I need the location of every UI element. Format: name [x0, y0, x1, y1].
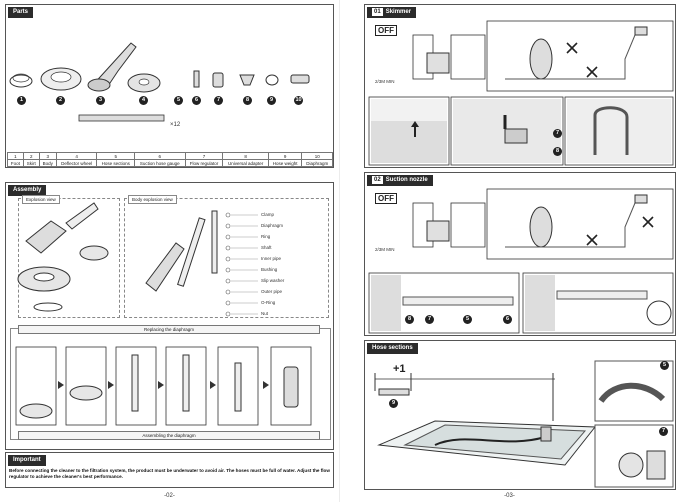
table-cell: Deflector wheel — [55, 159, 98, 167]
assembly-panel: Assembly Explosion view Body explosion v… — [5, 182, 334, 450]
hose-num-7: 7 — [659, 427, 668, 436]
hose-plus-one: +1 — [393, 363, 406, 375]
hose-panel: Hose sections +1 ON 5 9 7 — [364, 340, 676, 490]
table-cell: Body — [38, 159, 57, 167]
suction-illustration — [368, 188, 674, 334]
part-number-2: 2 — [56, 96, 65, 105]
explosion-view-label: Explosion view — [22, 195, 60, 204]
skimmer-off-sign: OFF — [375, 25, 397, 36]
table-cell: 3 — [38, 152, 57, 160]
part-number-3: 3 — [96, 96, 105, 105]
hose-header: Hose sections — [367, 343, 418, 354]
page-number-left: -02- — [164, 493, 175, 499]
part-number-9: 9 — [267, 96, 276, 105]
part-number-7: 7 — [214, 96, 223, 105]
table-cell: Hose weight — [267, 159, 303, 167]
skimmer-num-8: 8 — [553, 147, 562, 156]
table-cell: 5 — [96, 152, 136, 160]
skimmer-num-7: 7 — [553, 129, 562, 138]
hose-num-5: 5 — [660, 361, 669, 370]
parts-panel: Parts 1 2 3 4 5 6 7 — [5, 4, 334, 168]
hose-multiplier: ×12 — [170, 122, 181, 128]
part-number-10: 10 — [294, 96, 303, 105]
assembling-diaphragm-bar: Assembling the diaphragm — [18, 431, 320, 440]
hose-illustration — [374, 360, 674, 488]
legend-inner-pipe: Inner pipe — [261, 256, 282, 261]
part-number-5: 5 — [174, 96, 183, 105]
suction-wait: 2/3M MIN — [375, 247, 395, 252]
suction-num-7: 7 — [425, 315, 434, 324]
table-cell: 6 — [134, 152, 186, 160]
part-number-6: 6 — [192, 96, 201, 105]
part-number-8: 8 — [243, 96, 252, 105]
important-header: Important — [8, 455, 46, 466]
skimmer-illustration — [368, 20, 674, 166]
table-cell: 4 — [55, 152, 98, 160]
part-number-1: 1 — [17, 96, 26, 105]
assembly-illustration — [17, 202, 258, 317]
table-cell: 7 — [184, 152, 224, 160]
suction-num-6: 6 — [503, 315, 512, 324]
legend-diaphragm: Diaphragm — [261, 223, 284, 228]
explosion-view-box — [18, 198, 120, 318]
legend-slip-washer: Slip washer — [261, 278, 285, 283]
hose-num-9: 9 — [389, 399, 398, 408]
suction-num-8: 8 — [405, 315, 414, 324]
replacing-diaphragm-bar: Replacing the diaphragm — [18, 325, 320, 334]
table-cell: 1 — [7, 152, 24, 160]
table-row: Foot Skirt Body Deflector wheel Hose sec… — [7, 159, 333, 167]
table-cell: 2 — [22, 152, 40, 160]
legend-nut: Nut — [261, 311, 269, 316]
legend-clamp: Clamp — [261, 212, 275, 217]
table-cell: Diaphragm — [301, 159, 333, 167]
table-cell: Universal adapter — [222, 159, 269, 167]
legend-outer-pipe: Outer pipe — [261, 289, 283, 294]
suction-num-5: 5 — [463, 315, 472, 324]
important-panel: Important Before connecting the cleaner … — [5, 452, 334, 488]
legend-shaft: Shaft — [261, 245, 272, 250]
parts-illustration — [9, 42, 310, 122]
diaphragm-steps — [15, 346, 312, 426]
body-explosion-box — [124, 198, 329, 318]
legend-o-ring: O-Ring — [261, 300, 276, 305]
parts-header: Parts — [8, 7, 34, 18]
legend-ring: Ring — [261, 234, 271, 239]
suction-off-sign: OFF — [375, 193, 397, 204]
table-cell: Hose sections — [96, 159, 136, 167]
table-cell: 10 — [301, 152, 333, 160]
table-row: 1 2 3 4 5 6 7 8 9 10 — [7, 152, 333, 160]
legend-bushing: Bushing — [261, 267, 278, 272]
table-cell: 9 — [267, 152, 303, 160]
left-page: Parts 1 2 3 4 5 6 7 — [0, 0, 339, 502]
table-cell: Flow regulator — [184, 159, 224, 167]
table-cell: Suction hose gauge — [134, 159, 186, 167]
table-cell: Foot — [7, 159, 24, 167]
part-number-4: 4 — [139, 96, 148, 105]
body-explosion-label: Body explosion view — [128, 195, 177, 204]
parts-table: 1 2 3 4 5 6 7 8 9 10 Foot Skirt Body Def… — [7, 152, 333, 167]
page-number-right: -03- — [504, 493, 515, 499]
important-text: Before connecting the cleaner to the fil… — [9, 468, 330, 479]
table-cell: Skirt — [22, 159, 40, 167]
suction-code: 02 — [372, 176, 383, 184]
assembly-header: Assembly — [8, 185, 47, 196]
table-cell: 8 — [222, 152, 269, 160]
skimmer-wait: 2/3M MIN — [375, 79, 395, 84]
skimmer-code: 01 — [372, 8, 383, 16]
